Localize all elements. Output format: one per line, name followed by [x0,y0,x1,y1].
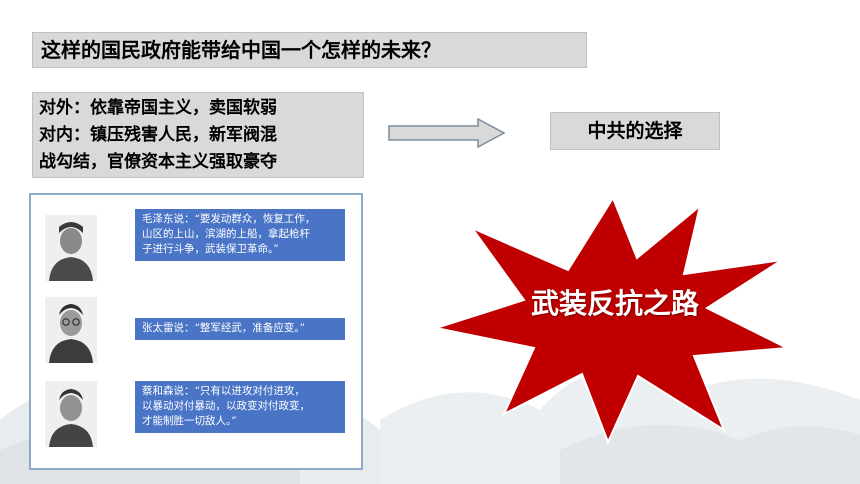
quote-line: 张太雷说：“整军经武，准备应变。” [142,322,305,334]
portrait-cai-hesen [45,381,97,447]
red-burst-icon [432,195,791,445]
quote-zhang-tailei: 张太雷说：“整军经武，准备应变。” [135,318,345,340]
quote-mao-zedong: 毛泽东说：“要发动群众，恢复工作， 山区的上山，滨湖的上船，拿起枪杆 子进行斗争… [135,209,345,261]
right-arrow-icon [388,118,506,148]
armed-resistance-slogan: 武装反抗之路 [530,287,699,320]
condition-line-domestic-cont: 战勾结，官僚资本主义强取豪夺 [39,152,277,172]
quote-cai-hesen: 蔡和森说：“只有以进攻对付进攻， 以暴动对付暴动，以政变对付政变， 才能制胜一切… [135,381,345,433]
condition-line-foreign: 对外：依靠帝国主义，卖国软弱 [39,98,277,118]
quote-line: 山区的上山，滨湖的上船，拿起枪杆 [142,228,310,240]
quote-line: 子进行斗争，武装保卫革命。” [142,243,279,255]
question-title: 这样的国民政府能带给中国一个怎样的未来？ [32,32,587,68]
quotes-panel: 毛泽东说：“要发动群众，恢复工作， 山区的上山，滨湖的上船，拿起枪杆 子进行斗争… [29,193,363,470]
condition-line-domestic: 对内：镇压残害人民，新军阀混 [39,125,277,145]
quote-line: 才能制胜一切敌人。” [142,415,237,427]
cpc-choice-label: 中共的选择 [550,112,720,150]
quote-line: 以暴动对付暴动，以政变对付政变， [142,400,310,412]
quote-line: 毛泽东说：“要发动群众，恢复工作， [142,213,316,225]
government-conditions-box: 对外：依靠帝国主义，卖国软弱 对内：镇压残害人民，新军阀混 战勾结，官僚资本主义… [32,92,364,178]
portrait-mao-zedong [45,215,97,281]
quote-line: 蔡和森说：“只有以进攻对付进攻， [142,385,305,397]
portrait-zhang-tailei [45,297,97,363]
